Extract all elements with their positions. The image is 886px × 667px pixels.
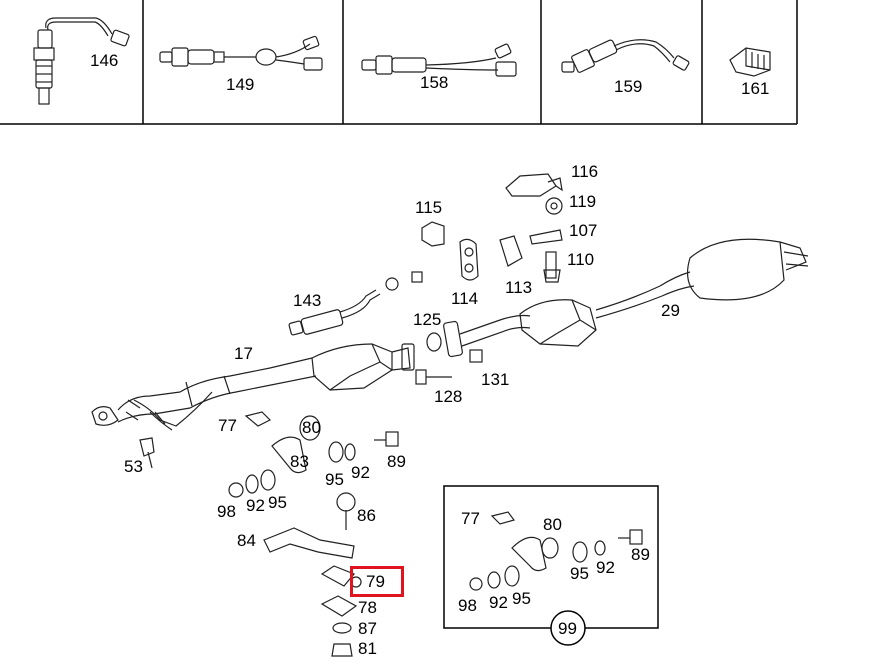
part-label-95-upper: 95 [325,470,344,489]
part-label-95-lower: 95 [268,493,287,512]
top-parts-table [0,0,798,125]
part-label-89: 89 [387,452,406,471]
part-label-78: 78 [358,598,377,617]
part-label-125: 125 [413,310,442,329]
inset-label-77: 77 [461,509,480,528]
part-label-159: 159 [614,77,643,96]
part-label-17: 17 [234,344,253,363]
mufflers-drawing [519,238,809,347]
oxygen-sensor-146-drawing [33,17,130,105]
part-label-107: 107 [569,221,598,240]
part-label-98: 98 [217,502,236,521]
clip-161-drawing [729,47,771,77]
inset-label-95-upper: 95 [570,564,589,583]
part-label-84: 84 [237,531,256,550]
part-label-113: 113 [505,278,533,297]
inset-label-80: 80 [543,515,562,534]
part-label-115: 115 [415,198,443,217]
part-label-79: 79 [366,572,385,591]
oxygen-sensor-158-drawing [361,43,517,77]
part-label-131: 131 [481,370,510,389]
part-label-80: 80 [302,418,321,437]
inset-label-98: 98 [458,596,477,615]
part-label-128: 128 [434,387,463,406]
inset-frame [443,485,659,646]
part-label-110: 110 [567,250,595,269]
part-label-119: 119 [569,192,597,211]
part-label-86: 86 [357,506,376,525]
inset-parts-drawing [469,511,643,591]
inset-label-99: 99 [558,619,577,638]
oxygen-sensor-149-drawing [159,35,323,71]
hangers-drawing [421,173,563,283]
oxygen-sensor-159-drawing [561,39,690,73]
part-label-83: 83 [290,452,309,471]
front-pipes-drawing [91,357,317,431]
inset-label-92-lower: 92 [489,593,508,612]
part-label-87: 87 [358,619,377,638]
part-label-53: 53 [124,457,143,476]
part-label-29: 29 [661,301,680,320]
fasteners-drawing [139,369,452,469]
part-label-158: 158 [420,73,449,92]
inset-label-92-upper: 92 [596,558,615,577]
highlight-box-79 [350,566,404,597]
oxygen-sensor-143-drawing [288,271,423,336]
catalytic-converter-drawing [311,343,415,391]
part-label-81: 81 [358,639,377,658]
part-label-92-upper: 92 [351,463,370,482]
part-label-116: 116 [571,162,599,181]
inset-label-95-lower: 95 [512,589,531,608]
inset-label-89: 89 [631,545,650,564]
part-label-146: 146 [90,51,119,70]
part-label-143: 143 [293,291,322,310]
middle-pipe-drawing [426,314,531,363]
part-label-161: 161 [741,79,770,98]
part-label-77: 77 [218,416,237,435]
part-label-114: 114 [451,289,479,308]
part-label-149: 149 [226,75,255,94]
part-label-92-lower: 92 [246,496,265,515]
